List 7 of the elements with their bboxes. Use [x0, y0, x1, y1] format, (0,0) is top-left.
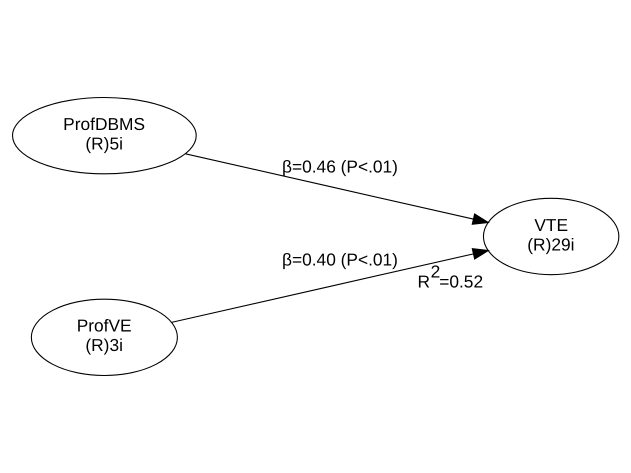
arrow: [171, 248, 490, 323]
edge-label: β=0.40 (P<.01): [282, 250, 398, 270]
edge-label: β=0.46 (P<.01): [282, 156, 398, 176]
node-ellipse: ProfDBMS (R)5i: [12, 96, 197, 174]
arrow: [185, 153, 490, 225]
node-ellipse: VTE (R)29i: [482, 198, 620, 276]
node-ellipse: ProfVE (R)3i: [30, 298, 178, 376]
